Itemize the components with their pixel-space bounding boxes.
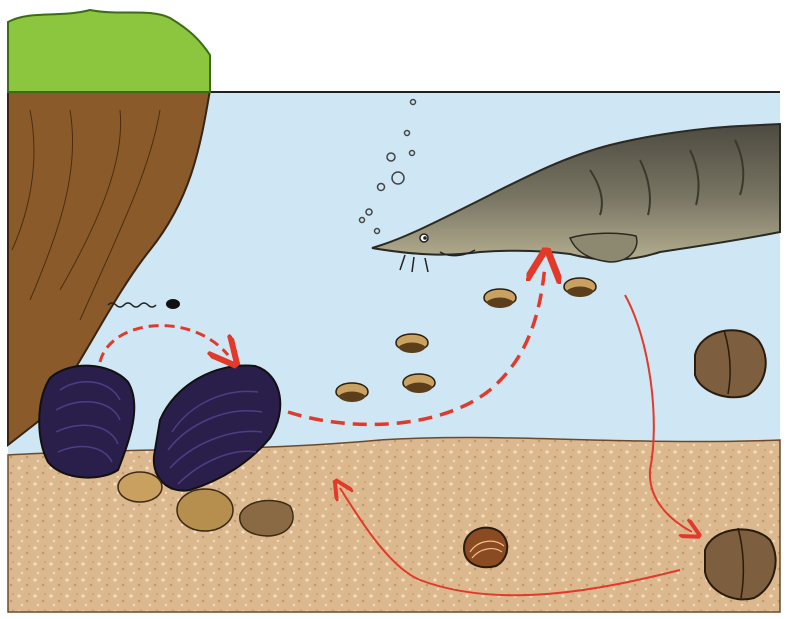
adult-mussel-left: [39, 366, 134, 478]
juvenile-mussel-dropping: [695, 330, 766, 397]
juvenile-mussel-bottom: [705, 528, 776, 599]
river-bed-sediment: [8, 437, 780, 612]
young-mussel-in-sediment: [464, 528, 507, 568]
